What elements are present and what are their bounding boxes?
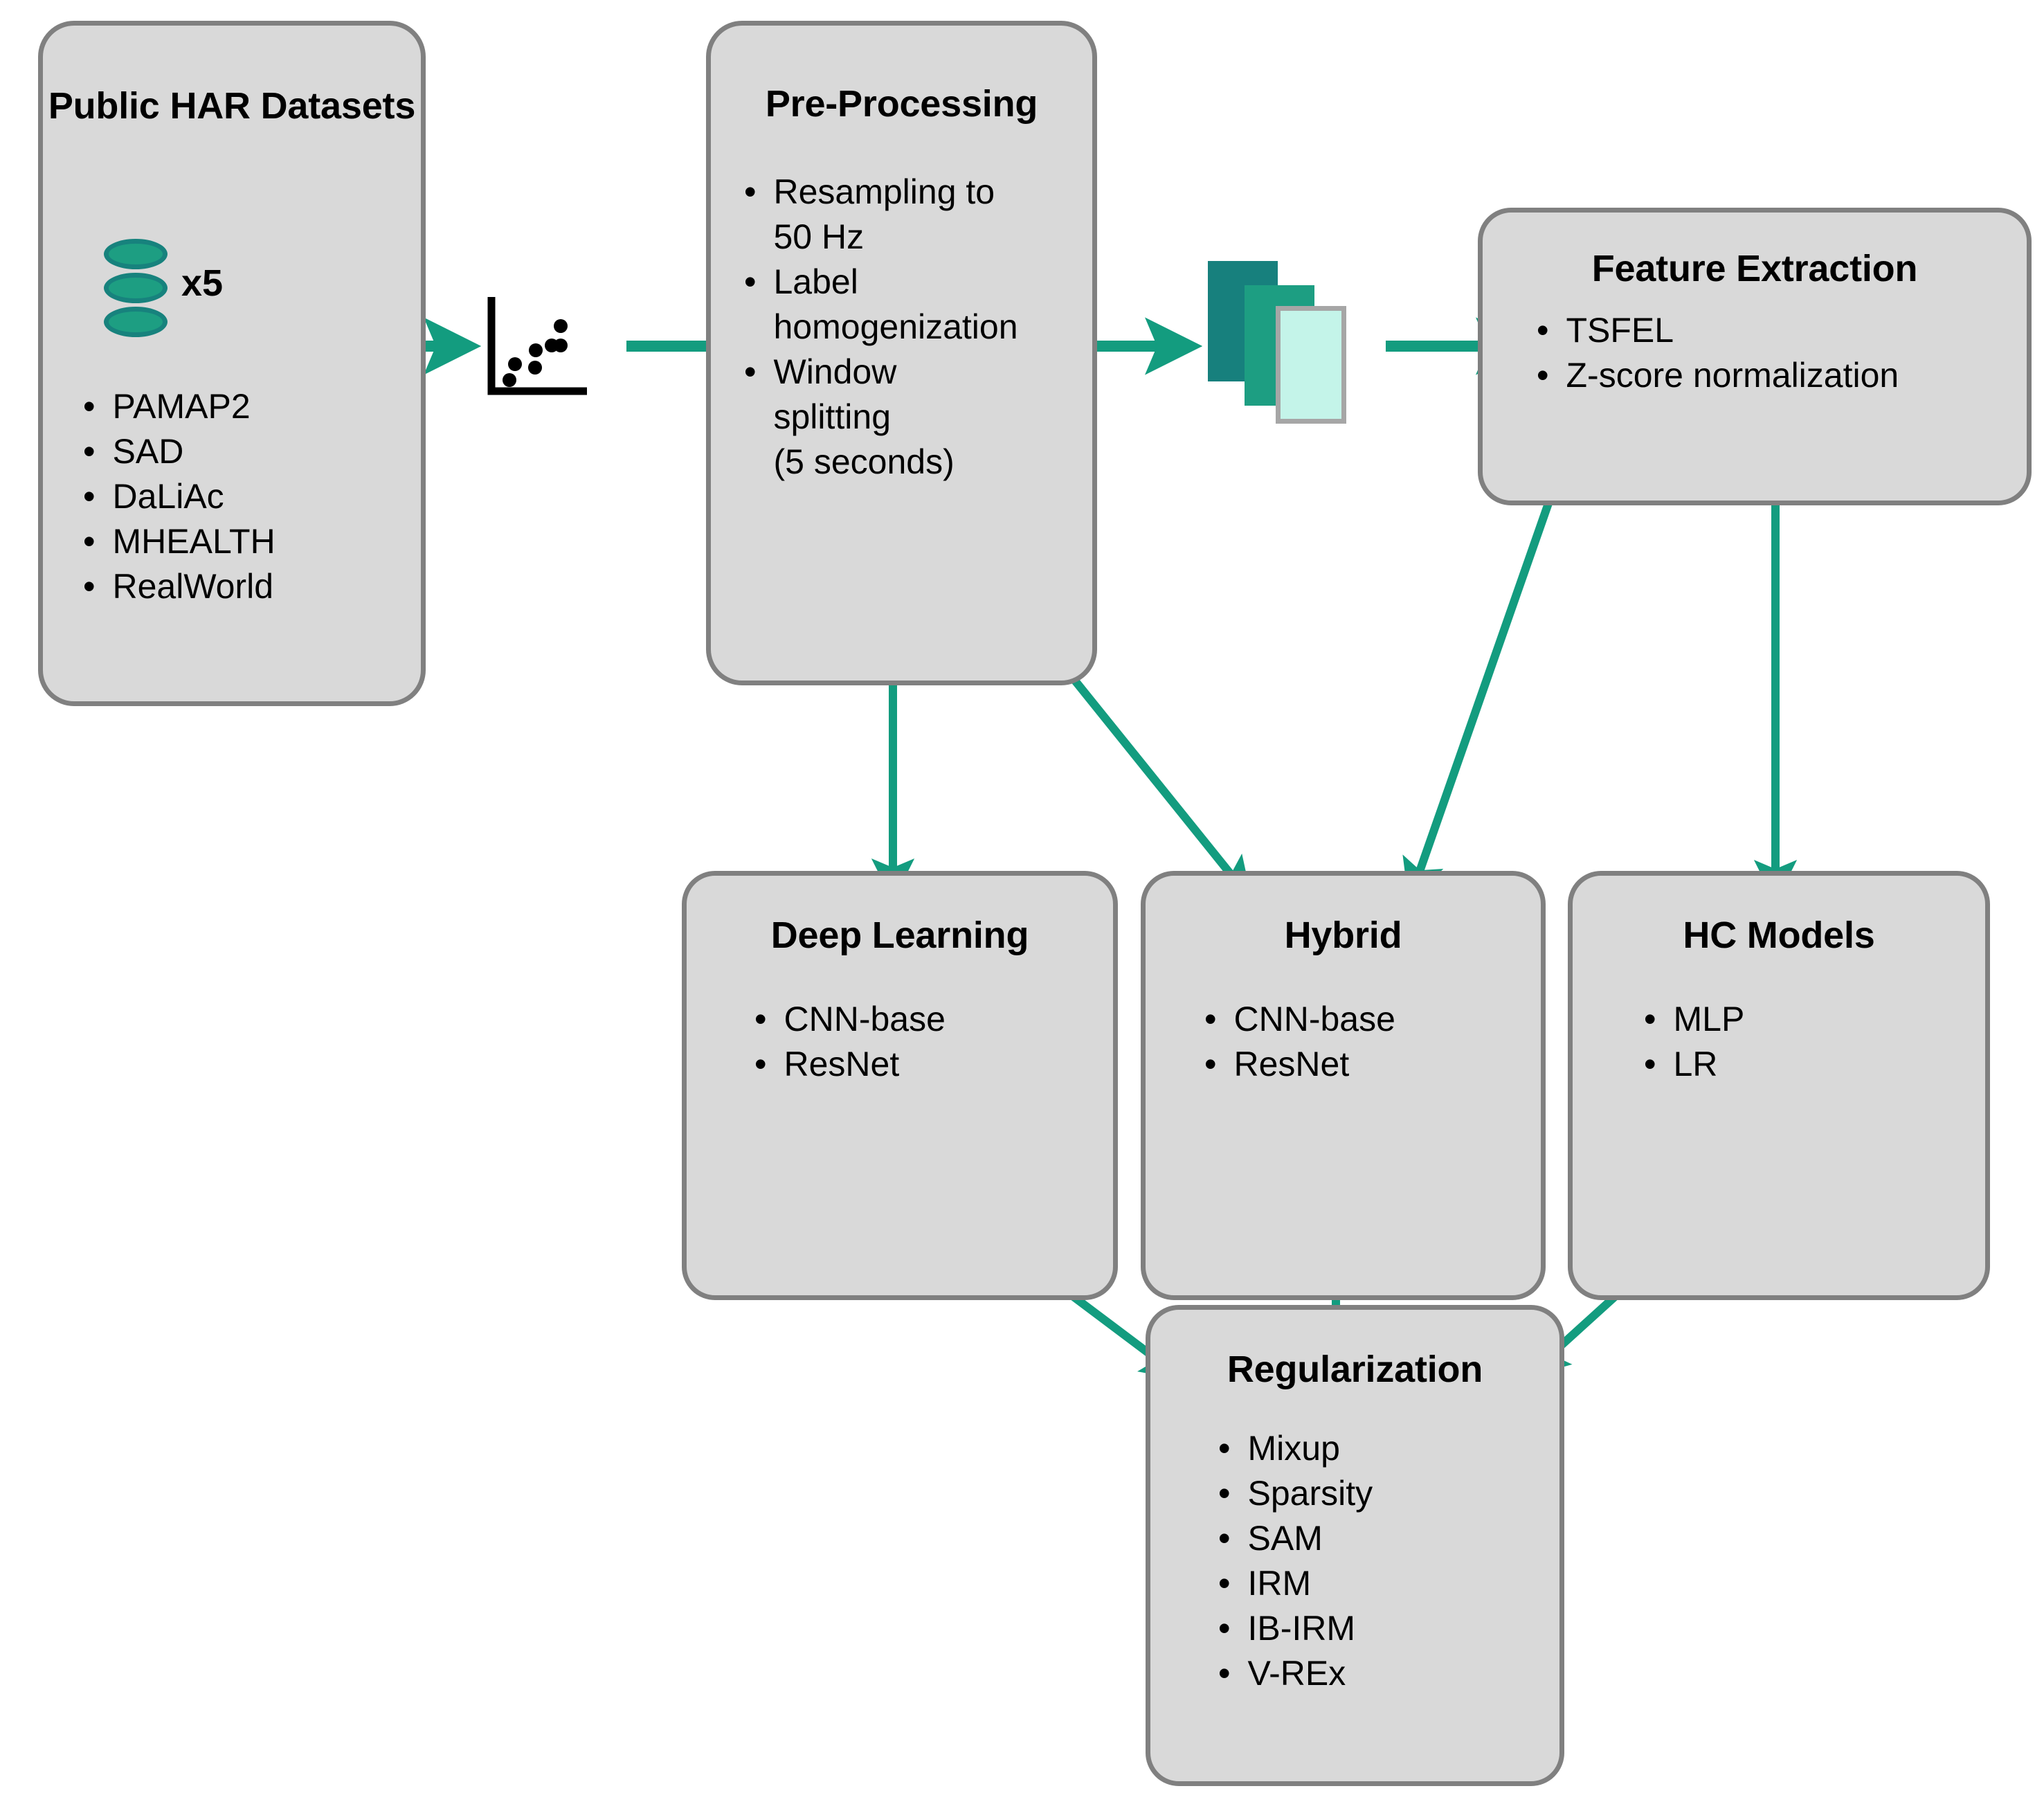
hc-models-list: • MLP • LR xyxy=(1644,997,1976,1087)
database-disc-bottom xyxy=(104,307,168,337)
node-pre-processing[interactable]: Pre-Processing xyxy=(706,21,1097,685)
bullet-icon: • xyxy=(1204,1000,1217,1038)
dataset-multiplier-label: x5 xyxy=(181,262,224,304)
list-item: • SAM xyxy=(1218,1516,1550,1561)
bullet-icon: • xyxy=(744,172,757,211)
bullet-icon: • xyxy=(1218,1564,1231,1603)
data-card-front xyxy=(1276,306,1346,424)
list-item: • IRM xyxy=(1218,1561,1550,1606)
list-item: • V-REx xyxy=(1218,1651,1550,1696)
bullet-icon: • xyxy=(1218,1519,1231,1558)
bullet-icon: • xyxy=(1537,311,1549,350)
dataset-list: • PAMAP2 • SAD • DaLiAc • MHEALTH • RealWorld xyxy=(83,384,395,609)
edge-feature-extraction-to-hybrid xyxy=(1402,476,1562,903)
list-item: • LR xyxy=(1644,1042,1976,1087)
bullet-icon: • xyxy=(83,387,96,426)
list-item-label: ResNet xyxy=(784,1045,900,1083)
list-item: • Label homogenization xyxy=(744,260,1076,350)
list-item: • TSFEL xyxy=(1537,308,2021,353)
deep-learning-list: • CNN-base • ResNet xyxy=(754,997,1101,1087)
list-item: • SAD xyxy=(83,429,395,474)
list-item-label: DaLiAc xyxy=(112,477,224,516)
database-disc-middle xyxy=(104,273,168,303)
list-item-label: IRM xyxy=(1247,1564,1312,1603)
bullet-icon: • xyxy=(744,352,757,391)
hybrid-list: • CNN-base • ResNet xyxy=(1204,997,1537,1087)
scatter-plot-icon xyxy=(487,297,587,395)
list-item-label: PAMAP2 xyxy=(112,387,251,426)
list-item-label: LR xyxy=(1673,1045,1718,1083)
node-title-deep-learning: Deep Learning xyxy=(770,914,1029,956)
list-item: • Mixup xyxy=(1218,1426,1550,1471)
node-title-feature-extraction: Feature Extraction xyxy=(1591,248,1918,289)
node-hybrid[interactable]: Hybrid xyxy=(1141,871,1546,1300)
list-item-label: Label homogenization xyxy=(773,262,1018,346)
list-item: • RealWorld xyxy=(83,564,395,609)
list-item-label: MLP xyxy=(1673,1000,1745,1038)
bullet-icon: • xyxy=(1218,1474,1231,1513)
bullet-icon: • xyxy=(744,262,757,301)
list-item-label: ResNet xyxy=(1233,1045,1350,1083)
list-item-label: V-REx xyxy=(1247,1654,1346,1693)
list-item: • DaLiAc xyxy=(83,474,395,519)
list-item-label: CNN-base xyxy=(1233,1000,1395,1038)
node-feature-extraction[interactable]: Feature Extraction xyxy=(1478,208,2032,505)
list-item-label: SAD xyxy=(112,432,184,471)
stacked-data-cards-icon xyxy=(1208,261,1346,424)
list-item: • CNN-base xyxy=(754,997,1101,1042)
bullet-icon: • xyxy=(83,567,96,606)
list-item: • Z-score normalization xyxy=(1537,353,2021,398)
list-item: • PAMAP2 xyxy=(83,384,395,429)
bullet-icon: • xyxy=(1218,1429,1231,1468)
list-item-label: Window splitting (5 seconds) xyxy=(773,352,955,481)
bullet-icon: • xyxy=(83,477,96,516)
list-item: • Window splitting (5 seconds) xyxy=(744,350,1076,485)
list-item: • Sparsity xyxy=(1218,1471,1550,1516)
list-item-label: MHEALTH xyxy=(112,522,275,561)
list-item-label: IB-IRM xyxy=(1247,1609,1356,1648)
list-item-label: Sparsity xyxy=(1247,1474,1373,1513)
bullet-icon: • xyxy=(1218,1654,1231,1693)
pre-processing-list: • Resampling to 50 Hz • Label homogenizatio… xyxy=(744,170,1076,485)
node-hc-models[interactable]: HC Models xyxy=(1568,871,1990,1300)
list-item: • MHEALTH xyxy=(83,519,395,564)
bullet-icon: • xyxy=(83,432,96,471)
feature-extraction-list: • TSFEL • Z-score normalization xyxy=(1537,308,2021,398)
list-item-label: RealWorld xyxy=(112,567,274,606)
node-title-hc-models: HC Models xyxy=(1683,914,1875,956)
node-regularization[interactable]: Regularization xyxy=(1146,1305,1564,1786)
bullet-icon: • xyxy=(1644,1045,1656,1083)
bullet-icon: • xyxy=(1537,356,1549,395)
list-item-label: SAM xyxy=(1247,1519,1323,1558)
node-public-har-datasets[interactable]: Public HAR Datasets xyxy=(38,21,426,706)
list-item: • IB-IRM xyxy=(1218,1606,1550,1651)
list-item: • ResNet xyxy=(1204,1042,1537,1087)
node-title-regularization: Regularization xyxy=(1227,1349,1483,1390)
list-item: • CNN-base xyxy=(1204,997,1537,1042)
bullet-icon: • xyxy=(754,1000,767,1038)
database-disc-top xyxy=(104,239,168,269)
database-stack-icon xyxy=(104,239,168,337)
list-item-label: Resampling to 50 Hz xyxy=(773,172,995,256)
node-title-pre-processing: Pre-Processing xyxy=(765,83,1038,125)
bullet-icon: • xyxy=(1218,1609,1231,1648)
bullet-icon: • xyxy=(83,522,96,561)
bullet-icon: • xyxy=(1644,1000,1656,1038)
list-item-label: Mixup xyxy=(1247,1429,1340,1468)
list-item-label: TSFEL xyxy=(1566,311,1674,350)
node-title-hybrid: Hybrid xyxy=(1284,914,1402,956)
list-item: • MLP xyxy=(1644,997,1976,1042)
list-item: • Resampling to 50 Hz xyxy=(744,170,1076,260)
bullet-icon: • xyxy=(1204,1045,1217,1083)
list-item: • ResNet xyxy=(754,1042,1101,1087)
list-item-label: Z-score normalization xyxy=(1566,356,1899,395)
node-title-public-har-datasets: Public HAR Datasets xyxy=(48,85,416,127)
list-item-label: CNN-base xyxy=(784,1000,946,1038)
node-deep-learning[interactable]: Deep Learning xyxy=(682,871,1118,1300)
bullet-icon: • xyxy=(754,1045,767,1083)
regularization-list: • Mixup • Sparsity • SAM • IRM • IB-IRM • V-REx xyxy=(1218,1426,1550,1696)
